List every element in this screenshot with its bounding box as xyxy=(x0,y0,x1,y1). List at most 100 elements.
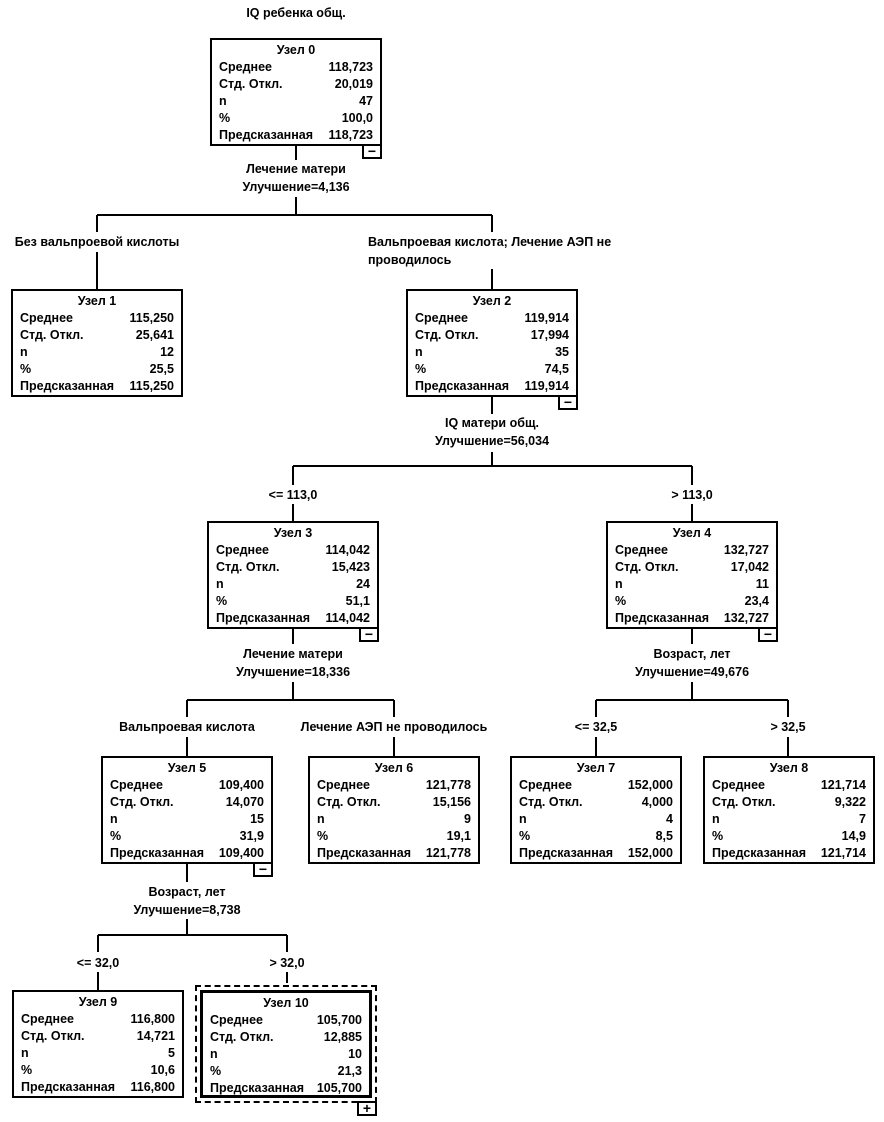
stat-value: 17,042 xyxy=(730,560,769,574)
dependent-variable-title: IQ ребенка общ. xyxy=(246,6,346,20)
stat-label: Среднее xyxy=(712,778,766,792)
node-title: Узел 0 xyxy=(276,43,316,57)
stat-label: Стд. Откл. xyxy=(20,328,84,342)
split-variable: Лечение матери xyxy=(243,647,343,661)
stat-value: 10 xyxy=(348,1047,362,1061)
stat-label: n xyxy=(110,812,118,826)
branch-label-node-2: Вальпроевая кислота; Лечение АЭП не пров… xyxy=(368,233,620,269)
stat-value: 121,714 xyxy=(820,846,866,860)
stat-label: Предсказанная xyxy=(110,846,205,860)
stat-label: Предсказанная xyxy=(519,846,614,860)
stat-value: 31,9 xyxy=(239,829,264,843)
stat-label: Предсказанная xyxy=(210,1081,305,1095)
node-title: Узел 8 xyxy=(769,761,809,775)
stat-value: 115,250 xyxy=(129,311,175,325)
stat-value: 19,1 xyxy=(446,829,471,843)
stat-value: 121,714 xyxy=(820,778,866,792)
stat-value: 24 xyxy=(356,577,370,591)
stat-label: Стд. Откл. xyxy=(519,795,583,809)
split-improvement: Улучшение=56,034 xyxy=(434,434,550,448)
stat-value: 14,9 xyxy=(841,829,866,843)
stat-label: % xyxy=(219,111,231,125)
collapse-button[interactable]: − xyxy=(359,627,379,642)
split-variable: Возраст, лет xyxy=(148,885,226,899)
stat-label: Среднее xyxy=(210,1013,264,1027)
stat-value: 152,000 xyxy=(627,778,673,792)
stat-label: n xyxy=(415,345,423,359)
stat-label: % xyxy=(712,829,724,843)
stat-label: Предсказанная xyxy=(20,379,115,393)
stat-label: % xyxy=(415,362,427,376)
stat-value: 118,723 xyxy=(328,128,374,142)
branch-label-node-5: Вальпроевая кислота xyxy=(87,718,287,736)
stat-label: Стд. Откл. xyxy=(216,560,280,574)
stat-value: 105,700 xyxy=(316,1081,362,1095)
stat-value: 132,727 xyxy=(723,611,769,625)
branch-label-node-7: <= 32,5 xyxy=(496,718,696,736)
stat-label: Предсказанная xyxy=(317,846,412,860)
stat-label: % xyxy=(21,1063,33,1077)
stat-value: 8,5 xyxy=(655,829,673,843)
collapse-button[interactable]: − xyxy=(253,862,273,877)
stat-value: 25,641 xyxy=(135,328,174,342)
collapse-button[interactable]: − xyxy=(362,144,382,159)
stat-label: Среднее xyxy=(415,311,469,325)
collapse-button[interactable]: − xyxy=(758,627,778,642)
split-label-node-5: Возраст, лет Улучшение=8,738 xyxy=(87,883,287,919)
split-label-node-4: Возраст, лет Улучшение=49,676 xyxy=(592,645,792,681)
stat-value: 15 xyxy=(250,812,264,826)
stat-value: 105,700 xyxy=(316,1013,362,1027)
stat-label: Предсказанная xyxy=(415,379,510,393)
split-variable: IQ матери общ. xyxy=(445,416,539,430)
stat-value: 121,778 xyxy=(425,846,471,860)
stat-value: 9 xyxy=(464,812,471,826)
stat-label: Стд. Откл. xyxy=(21,1029,85,1043)
stat-value: 132,727 xyxy=(723,543,769,557)
stat-value: 25,5 xyxy=(149,362,174,376)
expand-button[interactable]: + xyxy=(357,1101,377,1116)
stat-value: 11 xyxy=(755,577,769,591)
stat-label: % xyxy=(615,594,627,608)
stat-label: Предсказанная xyxy=(615,611,710,625)
stat-value: 115,250 xyxy=(129,379,175,393)
stat-label: n xyxy=(210,1047,218,1061)
branch-label-node-1: Без вальпроевой кислоты xyxy=(0,233,194,251)
stat-value: 118,723 xyxy=(328,60,374,74)
branch-label-node-6: Лечение АЭП не проводилось xyxy=(294,718,494,736)
node-title: Узел 9 xyxy=(78,995,118,1009)
stat-value: 17,994 xyxy=(530,328,569,342)
stat-label: Среднее xyxy=(317,778,371,792)
node-title: Узел 6 xyxy=(374,761,414,775)
stat-value: 116,800 xyxy=(130,1012,176,1026)
stat-label: Среднее xyxy=(615,543,669,557)
stat-value: 121,778 xyxy=(425,778,471,792)
stat-label: % xyxy=(216,594,228,608)
stat-value: 21,3 xyxy=(337,1064,362,1078)
node-title: Узел 7 xyxy=(576,761,616,775)
node-title: Узел 10 xyxy=(263,996,309,1010)
stat-value: 119,914 xyxy=(524,311,570,325)
stat-label: % xyxy=(110,829,122,843)
split-improvement: Улучшение=4,136 xyxy=(242,180,350,194)
split-improvement: Улучшение=49,676 xyxy=(634,665,750,679)
stat-label: Среднее xyxy=(519,778,573,792)
stat-value: 12 xyxy=(160,345,174,359)
stat-label: Среднее xyxy=(216,543,270,557)
stat-label: n xyxy=(317,812,325,826)
collapse-button[interactable]: − xyxy=(558,395,578,410)
node-title: Узел 4 xyxy=(672,526,712,540)
stat-value: 109,400 xyxy=(218,778,264,792)
stat-value: 74,5 xyxy=(544,362,569,376)
